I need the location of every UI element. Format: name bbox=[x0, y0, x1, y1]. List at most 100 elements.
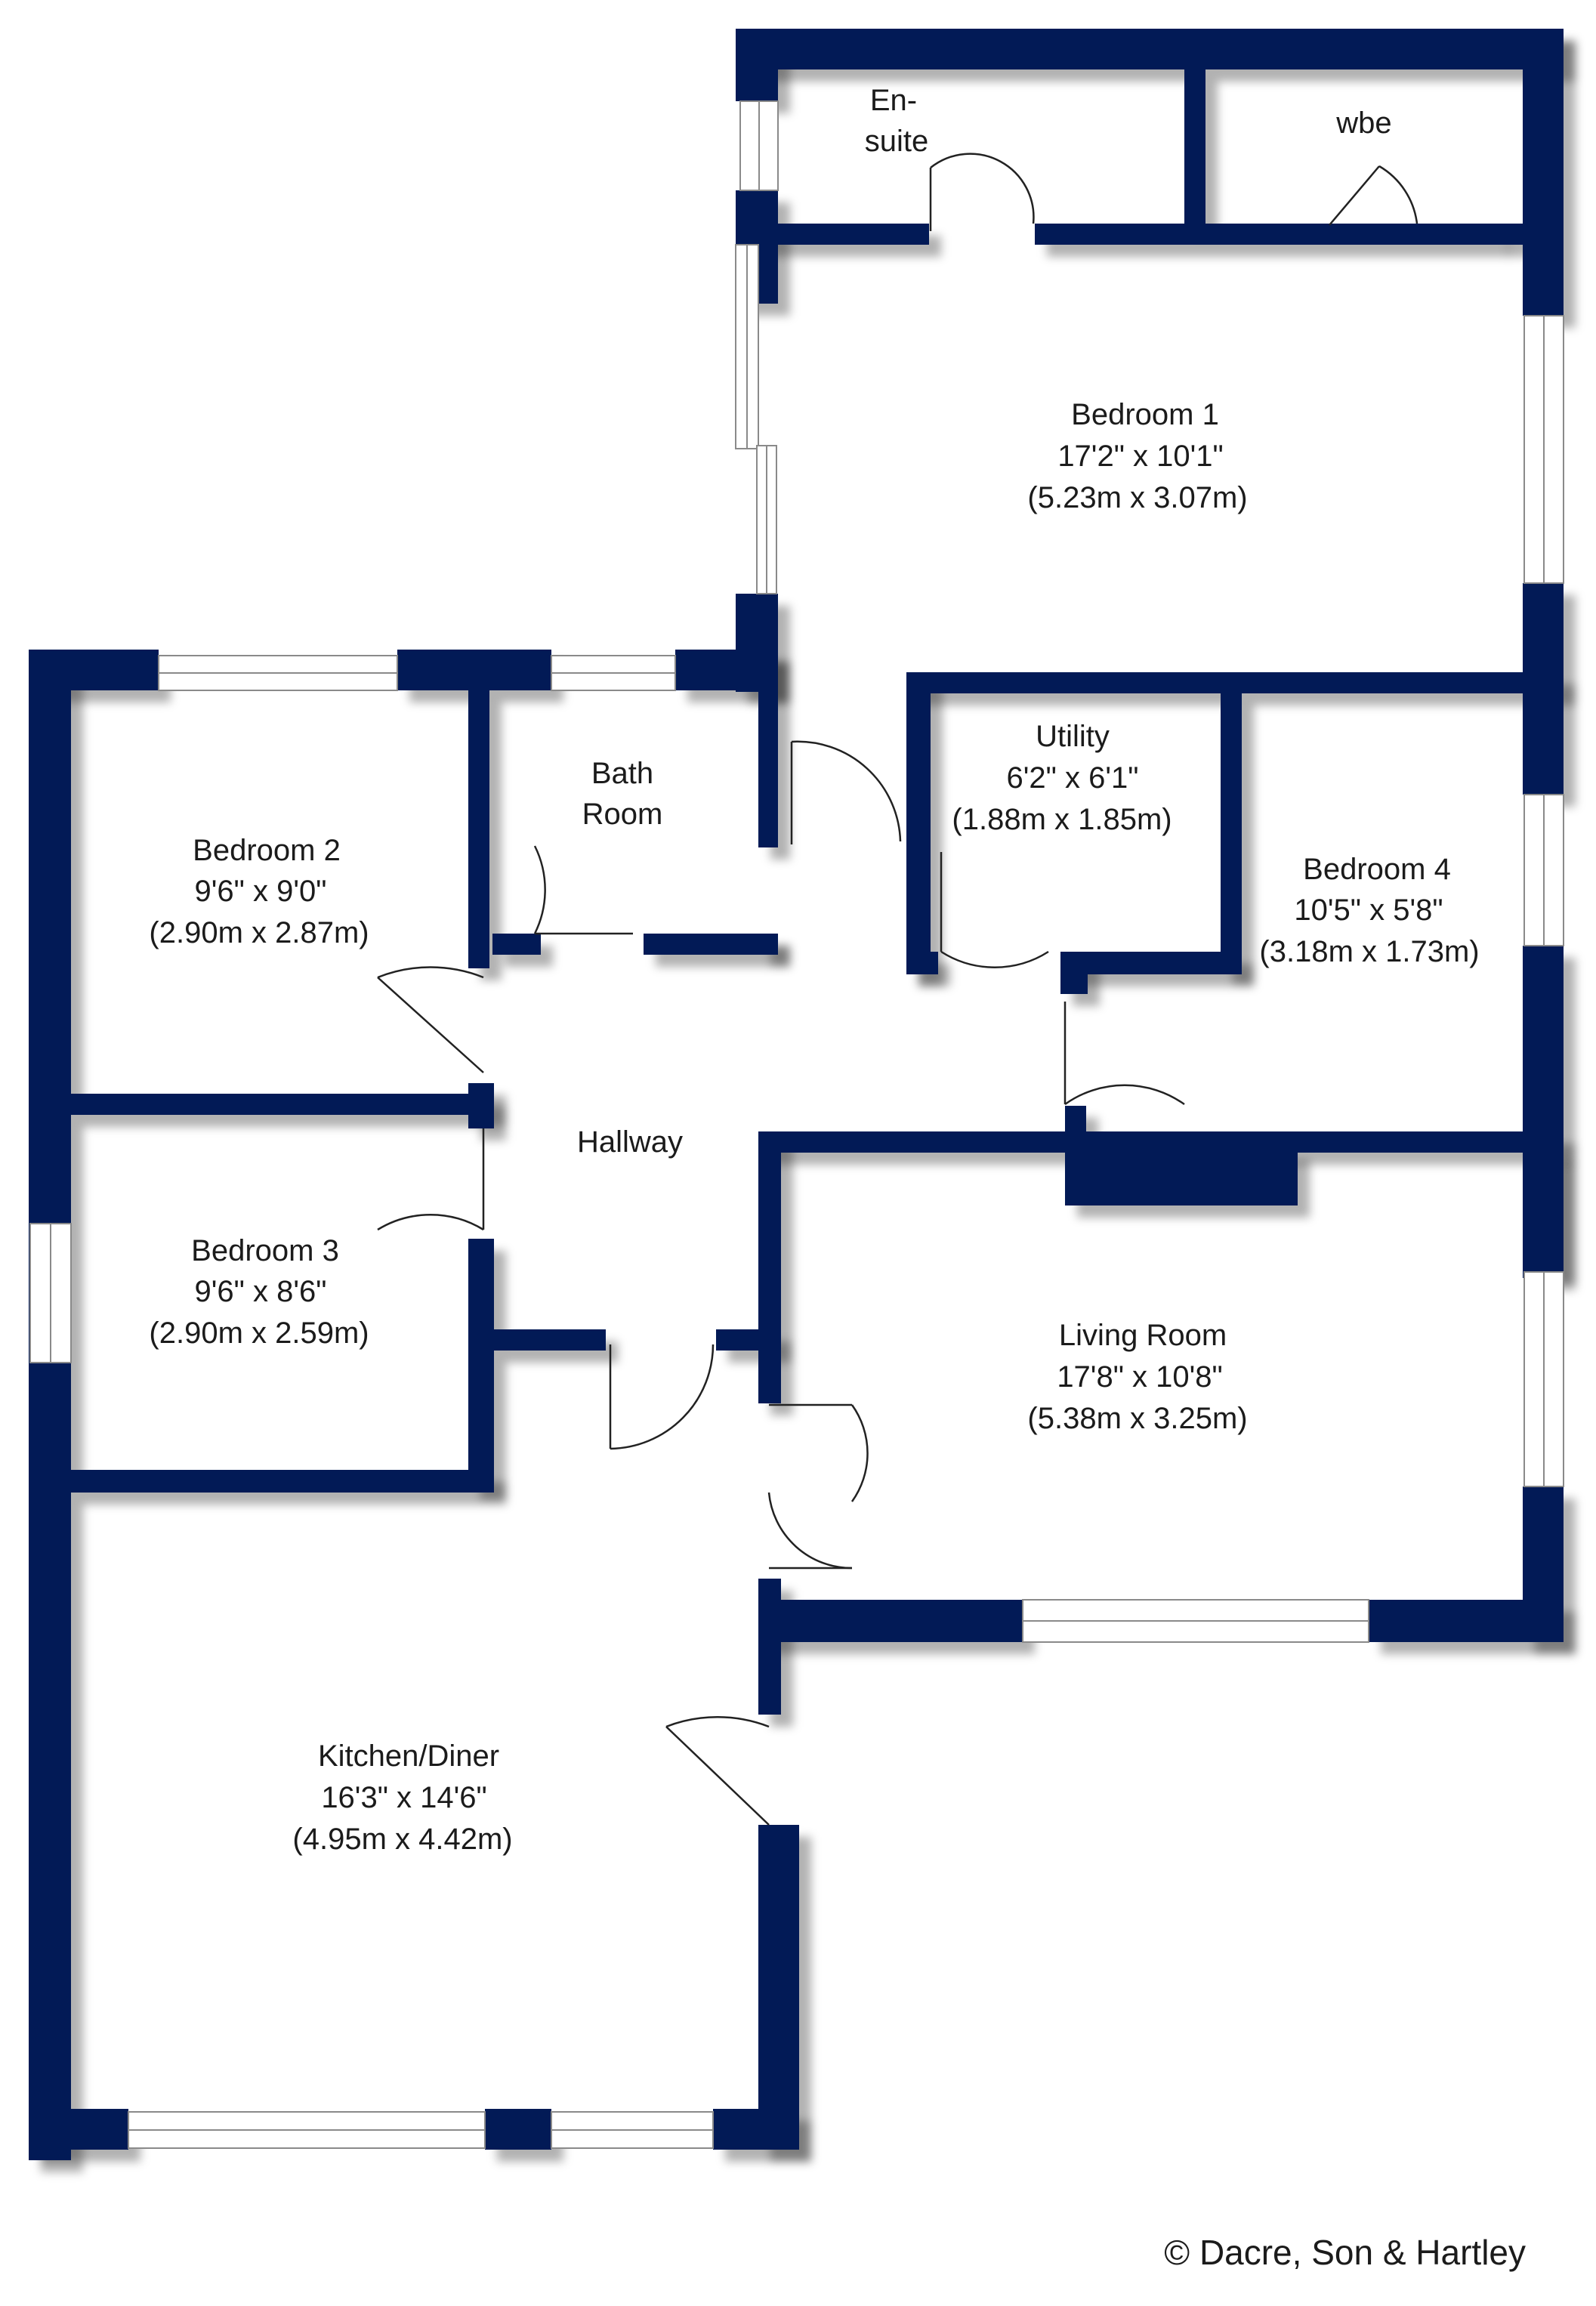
door bbox=[1329, 165, 1418, 226]
svg-text:9'6" x 9'0": 9'6" x 9'0" bbox=[195, 875, 327, 908]
wall-segment bbox=[758, 1600, 1023, 1642]
door-swing-arc bbox=[610, 1344, 715, 1450]
svg-text:Hallway: Hallway bbox=[577, 1125, 683, 1159]
wall-segment bbox=[736, 29, 1564, 69]
door bbox=[665, 1716, 770, 1826]
door-swing-arc bbox=[791, 740, 902, 842]
svg-text:Bedroom 1: Bedroom 1 bbox=[1071, 398, 1219, 431]
hallway-label: Hallway bbox=[577, 1125, 683, 1159]
door bbox=[377, 966, 484, 1073]
svg-text:10'5" x 5'8": 10'5" x 5'8" bbox=[1294, 894, 1443, 927]
wall-segment bbox=[492, 934, 541, 955]
window bbox=[1523, 1271, 1564, 1487]
door-swing-arc bbox=[767, 1492, 853, 1570]
room-labels: En- suite wbe Bedroom 1 17'2" x 10'1" (5… bbox=[149, 84, 1479, 1856]
wall-segment bbox=[485, 2109, 551, 2150]
wbe-label: wbe bbox=[1335, 107, 1391, 140]
svg-text:(3.18m x 1.73m): (3.18m x 1.73m) bbox=[1259, 935, 1479, 968]
copyright-text: © Dacre, Son & Hartley bbox=[1164, 2233, 1526, 2272]
wall-segment bbox=[758, 650, 778, 847]
door bbox=[767, 1492, 853, 1570]
svg-text:Utility: Utility bbox=[1036, 720, 1110, 753]
door bbox=[609, 1344, 715, 1450]
svg-text:suite: suite bbox=[865, 125, 929, 158]
bedroom2-label: Bedroom 2 9'6" x 9'0" (2.90m x 2.87m) bbox=[149, 834, 369, 949]
svg-text:Room: Room bbox=[582, 798, 663, 831]
door-swing-arc bbox=[940, 950, 1049, 968]
svg-text:(5.23m x 3.07m): (5.23m x 3.07m) bbox=[1027, 481, 1247, 514]
svg-text:Living Room: Living Room bbox=[1059, 1319, 1227, 1352]
window bbox=[29, 1223, 72, 1363]
window bbox=[1523, 794, 1564, 946]
wall-segment bbox=[468, 1083, 494, 1128]
window bbox=[551, 655, 676, 691]
wall-segment bbox=[736, 224, 929, 245]
window bbox=[1022, 1599, 1369, 1643]
svg-text:Bedroom 2: Bedroom 2 bbox=[193, 834, 341, 867]
svg-text:Bedroom 4: Bedroom 4 bbox=[1303, 853, 1451, 886]
window bbox=[1523, 315, 1564, 584]
doors bbox=[377, 153, 1418, 1826]
bathroom-label: Bath Room bbox=[582, 757, 663, 831]
door-swing-arc bbox=[850, 1404, 869, 1502]
svg-text:Bedroom 3: Bedroom 3 bbox=[191, 1234, 339, 1267]
door bbox=[940, 852, 1049, 968]
svg-text:wbe: wbe bbox=[1335, 107, 1391, 140]
door bbox=[1063, 1002, 1185, 1106]
door-swing-arc bbox=[1064, 1084, 1185, 1106]
wall-segment bbox=[1523, 29, 1564, 316]
wall-segment bbox=[29, 2109, 128, 2150]
door-leaf bbox=[665, 1726, 770, 1826]
wall-segment bbox=[29, 650, 71, 2160]
svg-text:(2.90m x 2.59m): (2.90m x 2.59m) bbox=[149, 1317, 369, 1350]
door bbox=[769, 1403, 869, 1502]
door bbox=[929, 153, 1035, 231]
bedroom4-label: Bedroom 4 10'5" x 5'8" (3.18m x 1.73m) bbox=[1259, 853, 1479, 968]
wall-segment bbox=[71, 1094, 494, 1115]
door bbox=[790, 740, 902, 844]
door-swing-arc bbox=[377, 1214, 484, 1231]
wall-segment bbox=[1060, 952, 1088, 994]
door bbox=[377, 1128, 485, 1231]
window bbox=[739, 100, 779, 191]
door-swing-arc bbox=[377, 966, 484, 979]
bedroom3-label: Bedroom 3 9'6" x 8'6" (2.90m x 2.59m) bbox=[149, 1234, 369, 1350]
wall-segment bbox=[1184, 69, 1205, 224]
wall-segment bbox=[758, 934, 778, 955]
wall-segment bbox=[1065, 1106, 1086, 1131]
wall-segment bbox=[1496, 224, 1523, 245]
wall-segment bbox=[644, 934, 778, 955]
bedroom1-label: Bedroom 1 17'2" x 10'1" (5.23m x 3.07m) bbox=[1027, 398, 1247, 514]
kitchen-diner-label: Kitchen/Diner 16'3" x 14'6" (4.95m x 4.4… bbox=[292, 1740, 512, 1856]
svg-text:(1.88m x 1.85m): (1.88m x 1.85m) bbox=[952, 803, 1172, 836]
door bbox=[533, 845, 633, 935]
door-leaf bbox=[377, 977, 484, 1073]
svg-text:9'6" x 8'6": 9'6" x 8'6" bbox=[195, 1275, 327, 1308]
wall-segment bbox=[758, 1825, 799, 2150]
svg-text:En-: En- bbox=[870, 84, 917, 117]
wall-segment bbox=[906, 952, 938, 974]
svg-text:6'2" x 6'1": 6'2" x 6'1" bbox=[1007, 761, 1139, 795]
wall-segment bbox=[71, 1470, 494, 1493]
door-leaf bbox=[1329, 165, 1380, 226]
wall-segment bbox=[468, 690, 489, 968]
utility-label: Utility 6'2" x 6'1" (1.88m x 1.85m) bbox=[952, 720, 1172, 836]
wall-segment bbox=[397, 650, 551, 690]
window bbox=[158, 655, 398, 691]
svg-text:17'8" x 10'8": 17'8" x 10'8" bbox=[1057, 1360, 1222, 1394]
window bbox=[128, 2111, 486, 2149]
wall-segment bbox=[713, 2109, 799, 2150]
window bbox=[551, 2111, 714, 2149]
walls bbox=[29, 29, 1564, 2160]
svg-text:(2.90m x 2.87m): (2.90m x 2.87m) bbox=[149, 916, 369, 949]
wall-segment bbox=[1221, 693, 1242, 973]
svg-text:17'2" x 10'1": 17'2" x 10'1" bbox=[1057, 440, 1223, 473]
svg-text:Kitchen/Diner: Kitchen/Diner bbox=[318, 1740, 499, 1773]
wall-segment bbox=[758, 1131, 781, 1403]
wall-segment bbox=[1523, 1151, 1564, 1272]
window bbox=[756, 445, 777, 594]
windows bbox=[29, 100, 1564, 2149]
window bbox=[735, 244, 759, 449]
wall-segment bbox=[906, 672, 931, 974]
svg-text:(5.38m x 3.25m): (5.38m x 3.25m) bbox=[1027, 1402, 1247, 1435]
